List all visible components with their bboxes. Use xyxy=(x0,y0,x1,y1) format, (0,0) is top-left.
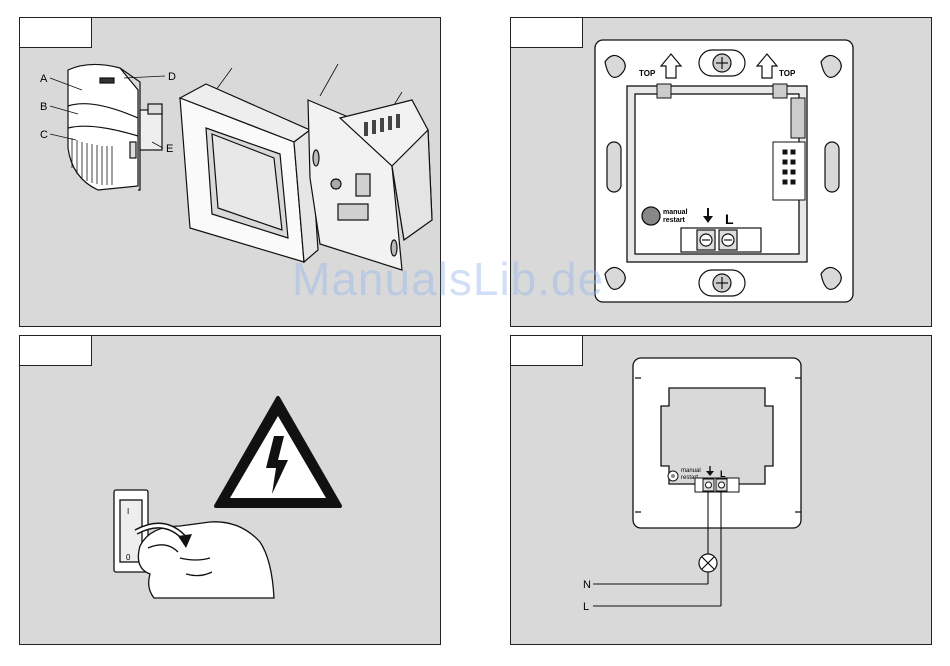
figure-panel-exploded-view: A B C D E xyxy=(19,17,441,327)
manual-restart-button xyxy=(642,207,660,225)
terminal-l-label: L xyxy=(725,211,734,227)
wire-label-n: N xyxy=(583,579,591,591)
terminal-block xyxy=(681,228,761,252)
switch-on-mark: I xyxy=(127,507,129,516)
plate-outline xyxy=(595,40,853,302)
label-d: D xyxy=(168,71,176,83)
hand-drawing xyxy=(138,522,274,598)
cover-frame xyxy=(180,84,318,262)
label-b: B xyxy=(40,101,47,113)
label-e: E xyxy=(166,143,173,155)
label-c: C xyxy=(40,129,48,141)
wiring-diagram-drawing: manual restart L N L xyxy=(511,336,932,645)
mounting-plate xyxy=(308,100,432,270)
restart-label-line1: manual xyxy=(681,468,701,474)
connector-block xyxy=(773,142,805,200)
figure-panel-switch-off-power: I 0 xyxy=(19,335,441,645)
exploded-view-drawing: A B C D E xyxy=(20,18,441,327)
thermostat-insert xyxy=(68,64,162,190)
high-voltage-warning-icon xyxy=(216,398,340,506)
label-a: A xyxy=(40,73,48,85)
terminal-block xyxy=(695,478,739,492)
screw-top xyxy=(699,50,745,76)
wire-label-l: L xyxy=(583,601,589,613)
lamp-load-icon xyxy=(699,554,717,572)
top-label-right: TOP xyxy=(779,69,796,78)
switch-off-drawing: I 0 xyxy=(20,336,441,645)
device-back-outline xyxy=(633,358,801,528)
figure-panel-wiring-diagram: manual restart L N L xyxy=(510,335,932,645)
restart-label-line2: restart xyxy=(663,217,685,224)
restart-label-line1: manual xyxy=(663,209,688,216)
mounting-plate-drawing: TOP TOP manual restart L xyxy=(511,18,932,327)
switch-off-mark: 0 xyxy=(126,553,131,562)
top-label-left: TOP xyxy=(639,69,656,78)
figure-panel-mounting-plate: TOP TOP manual restart L xyxy=(510,17,932,327)
screw-bottom xyxy=(699,270,745,296)
